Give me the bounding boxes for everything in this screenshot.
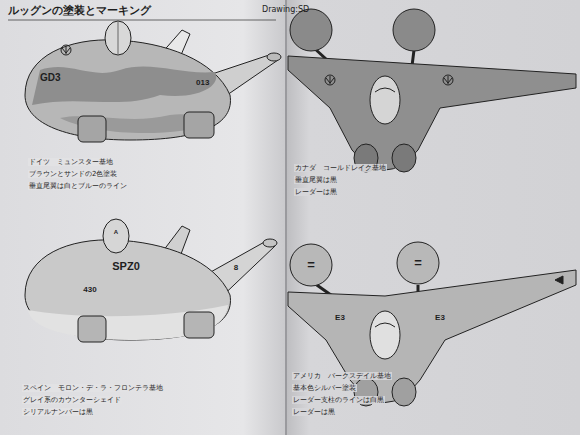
serial-marking: 013 <box>196 78 209 87</box>
title-rule <box>8 20 276 21</box>
base-caption: カナダ コールドレイク基地 <box>294 164 387 172</box>
paint-note: 基本色シルバー塗装 <box>292 384 357 392</box>
page-title: ルッグンの塗装とマーキング <box>8 5 151 18</box>
paint-note: グレイ系のカウンターシェイド <box>22 396 122 404</box>
paint-note: 垂直尾翼は黒 <box>294 176 338 184</box>
serial-marking: GD3 <box>40 72 61 84</box>
luggun-usa <box>288 242 576 406</box>
paint-note: レーダーは黒 <box>292 408 336 416</box>
serial-marking: SPZ0 <box>112 260 140 273</box>
wing-marking: E3 <box>335 313 345 322</box>
credit: Drawing:SD <box>262 5 309 14</box>
base-caption: アメリカ バークスデイル基地 <box>292 372 392 380</box>
base-caption: ドイツ ミュンスター基地 <box>28 158 114 166</box>
radar-marking: = <box>414 256 422 271</box>
paint-note: レーダーは黒 <box>294 188 338 196</box>
right-page <box>286 0 580 435</box>
spine <box>285 0 287 435</box>
tail-marking: A <box>114 229 118 236</box>
paint-note: シリアルナンバーは黒 <box>22 408 94 416</box>
radar-marking: = <box>307 258 315 273</box>
luggun-canada <box>288 9 576 172</box>
base-caption: スペイン モロン・デ・ラ・フロンテラ基地 <box>22 384 164 392</box>
paint-note: ブラウンとサンドの2色塗装 <box>28 170 118 178</box>
wing-marking: 8 <box>234 263 238 272</box>
paint-note: レーダー支柱のラインは白黒 <box>292 396 385 404</box>
luggun-germany <box>25 21 281 142</box>
luggun-spain <box>25 219 277 342</box>
left-page <box>0 0 286 435</box>
serial-marking: 430 <box>83 285 96 294</box>
paint-note: 垂直尾翼は白とブルーのライン <box>28 182 128 190</box>
wing-marking: E3 <box>435 313 445 322</box>
